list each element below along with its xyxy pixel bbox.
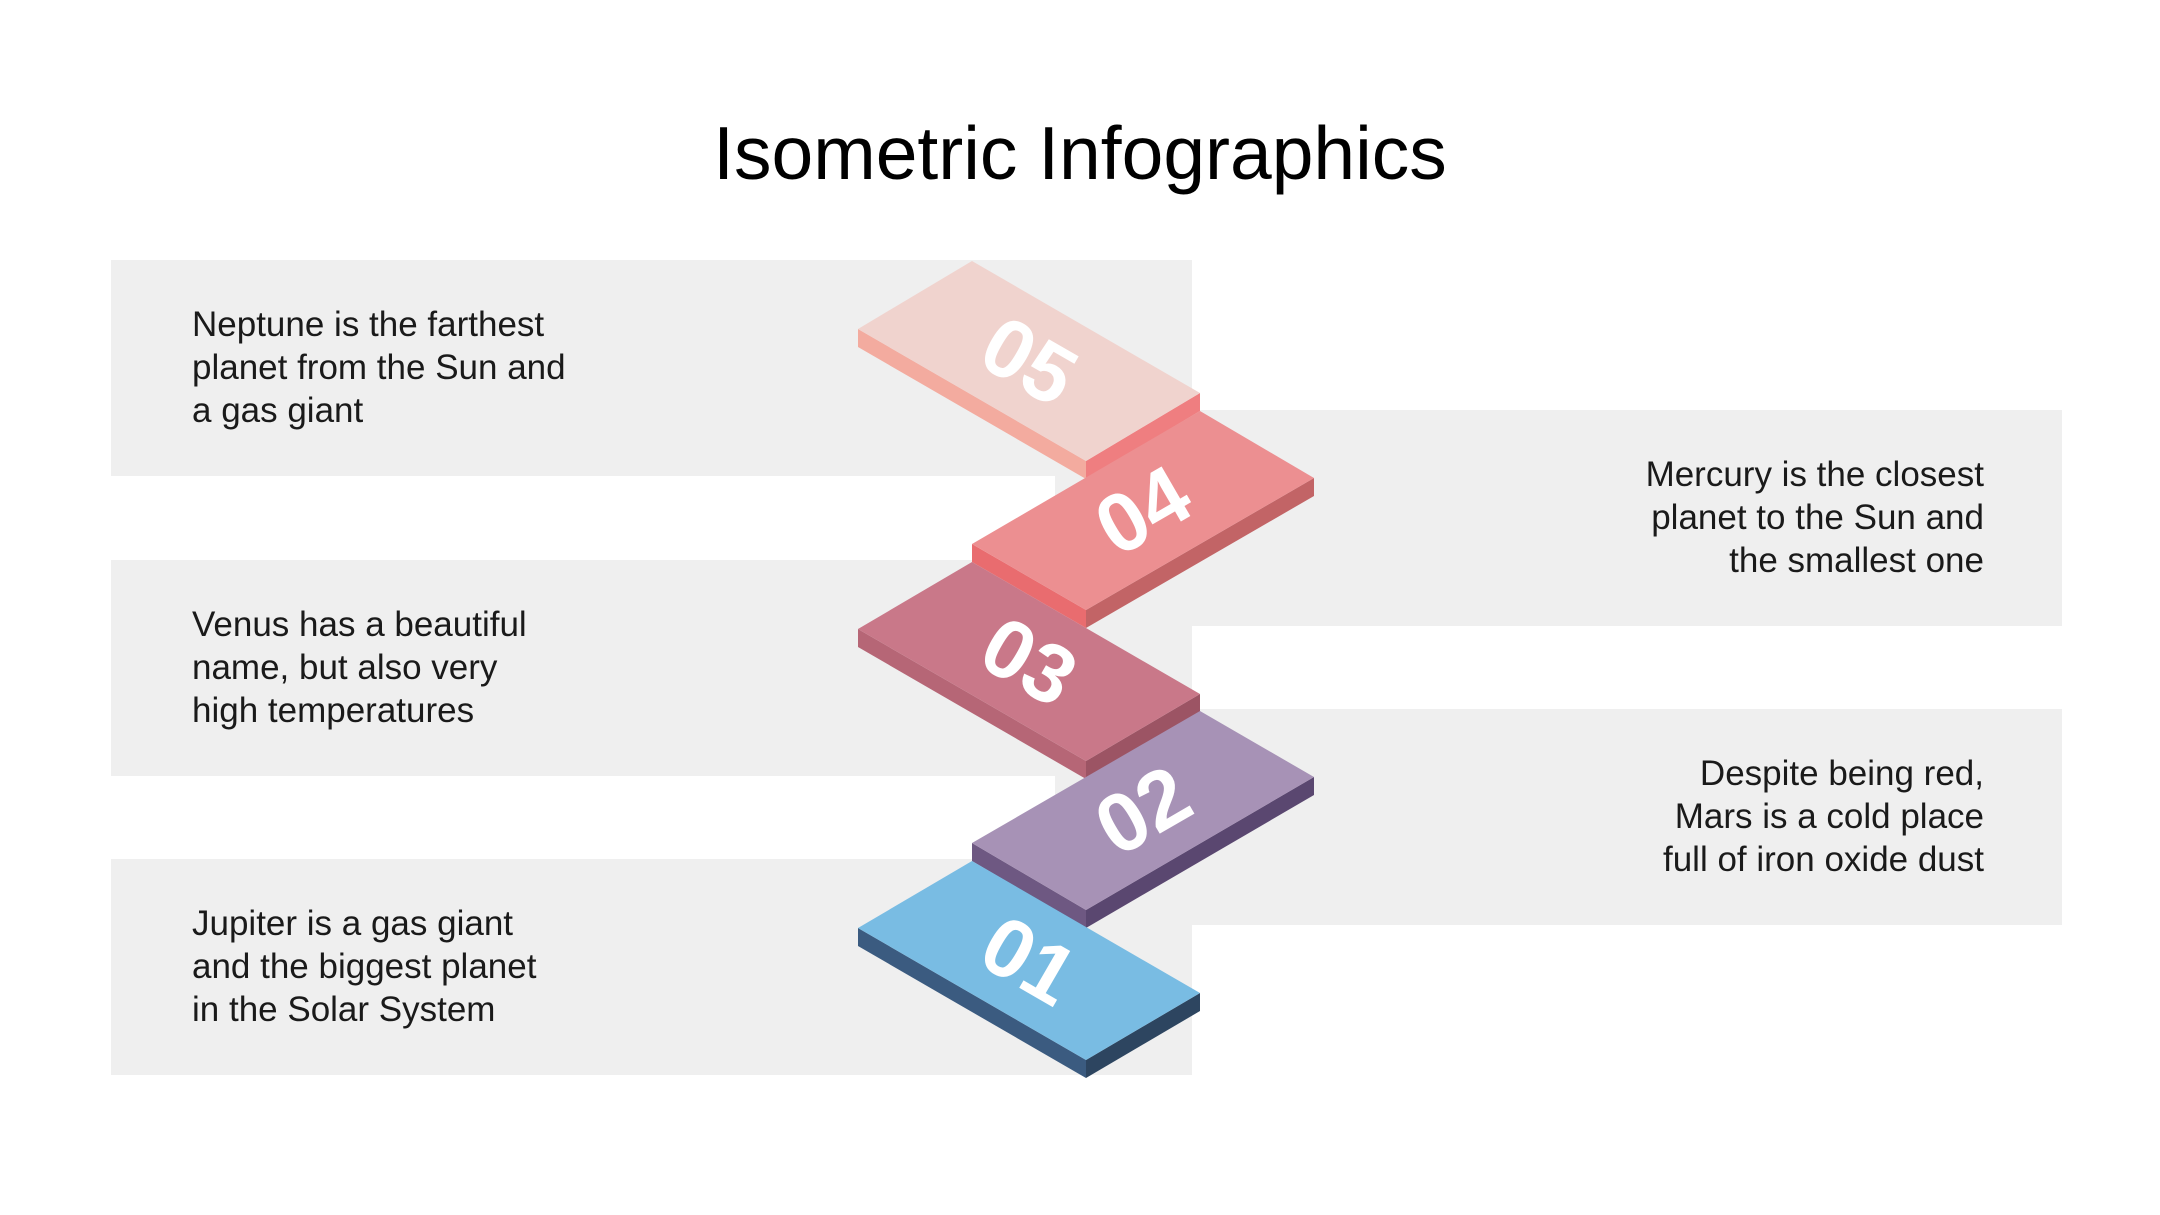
description-line: planet to the Sun and [1651, 498, 1984, 537]
description-line: and the biggest planet [192, 947, 537, 986]
description-line: high temperatures [192, 691, 475, 730]
tile-top-face [972, 411, 1314, 610]
tile-side-face [1086, 478, 1314, 628]
tile-front-face [858, 329, 1086, 479]
step-description-03: Venus has a beautiful name, but also very… [192, 603, 527, 732]
description-line: the smallest one [1729, 541, 1984, 580]
step-description-01: Jupiter is a gas giant and the biggest pl… [192, 902, 536, 1031]
description-line: Neptune is the farthest [192, 305, 545, 344]
tile-side-face [1086, 694, 1200, 779]
tile-top-face [858, 261, 1200, 461]
tile-side-face [1086, 993, 1200, 1078]
tile-front-face [972, 843, 1086, 928]
description-line: planet from the Sun and [192, 348, 566, 387]
tile-side-face [1086, 777, 1314, 928]
step-description-02: Despite being red, Mars is a cold place fu… [1663, 752, 1984, 881]
tile-top-face [858, 861, 1200, 1060]
tile-03: 03 [858, 562, 1200, 779]
tile-front-face [858, 928, 1086, 1078]
page-title: Isometric Infographics [713, 111, 1447, 195]
description-line: Jupiter is a gas giant [192, 904, 514, 943]
description-line: in the Solar System [192, 990, 496, 1029]
tile-05: 05 [858, 261, 1200, 479]
description-line: Despite being red, [1699, 754, 1984, 793]
tile-side-face [1086, 393, 1200, 479]
step-description-04: Mercury is the closest planet to the Sun … [1646, 453, 1984, 582]
description-line: Venus has a beautiful [192, 605, 527, 644]
description-line: full of iron oxide dust [1662, 840, 1984, 879]
description-line: Mars is a cold place [1674, 797, 1984, 836]
tile-top-face [858, 562, 1200, 761]
tile-top-face [972, 711, 1314, 910]
description-line: a gas giant [192, 391, 364, 430]
description-line: Mercury is the closest [1645, 455, 1984, 494]
description-line: name, but also very [192, 648, 498, 687]
tile-front-face [972, 544, 1086, 628]
tile-front-face [858, 629, 1086, 779]
step-description-05: Neptune is the farthest planet from the S… [192, 303, 566, 432]
